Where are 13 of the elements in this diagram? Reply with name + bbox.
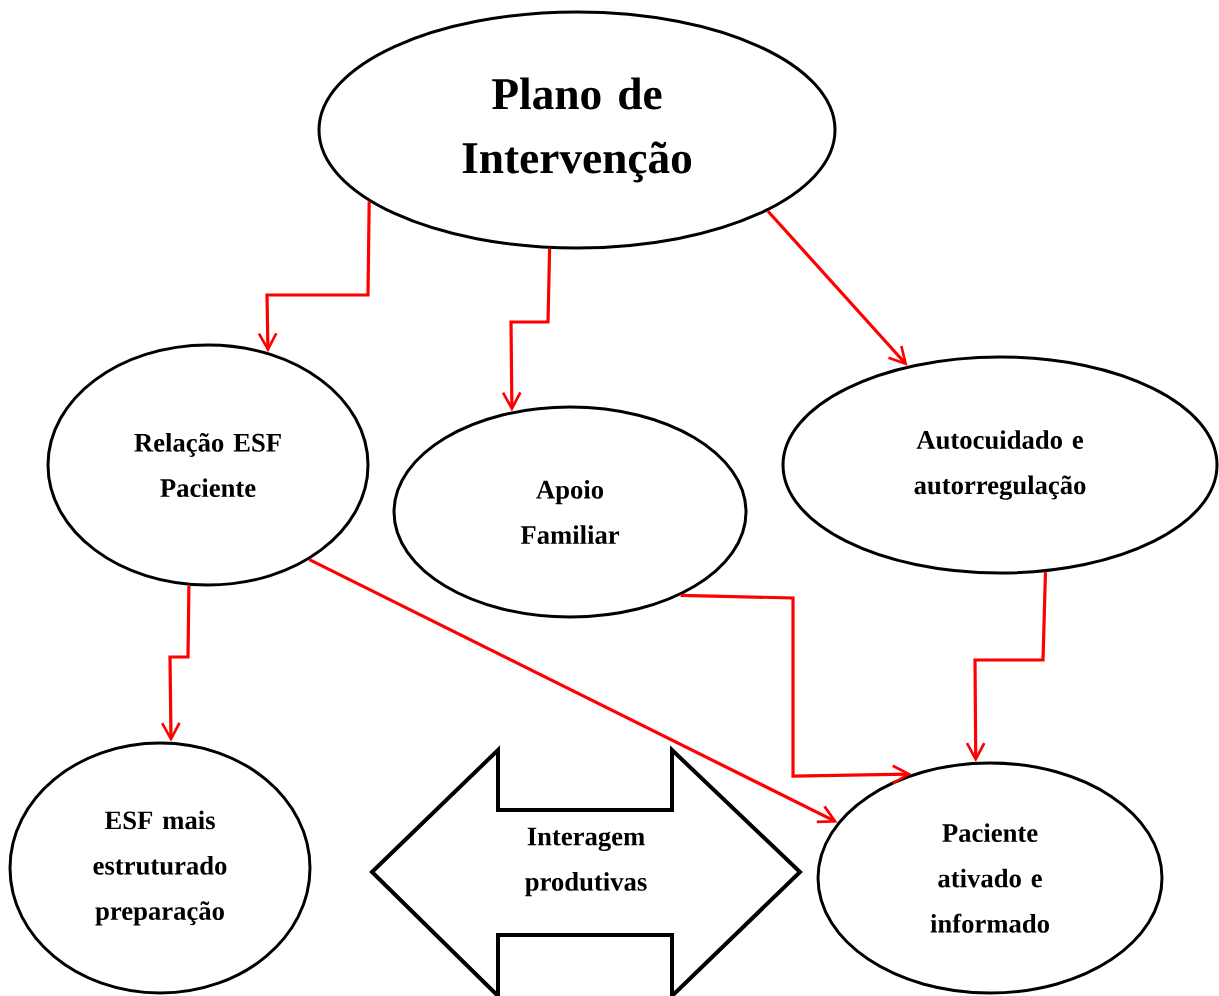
arrow (308, 558, 838, 824)
ellipse-node: Paciente ativado e informado (816, 761, 1164, 995)
arrow (257, 201, 371, 353)
ellipse-node: ESF mais estruturado preparação (8, 741, 312, 995)
ellipse-node: Autocuidado e autorregulação (781, 355, 1219, 575)
arrow (680, 593, 912, 785)
ellipse-node: Plano de Intervenção (317, 10, 837, 250)
ellipse-node: Apoio Familiar (392, 405, 748, 619)
ellipse-node: Relação ESF Paciente (46, 343, 370, 587)
arrow (161, 585, 191, 742)
arrow (766, 209, 908, 366)
arrow (965, 572, 1048, 762)
arrow (501, 248, 552, 412)
